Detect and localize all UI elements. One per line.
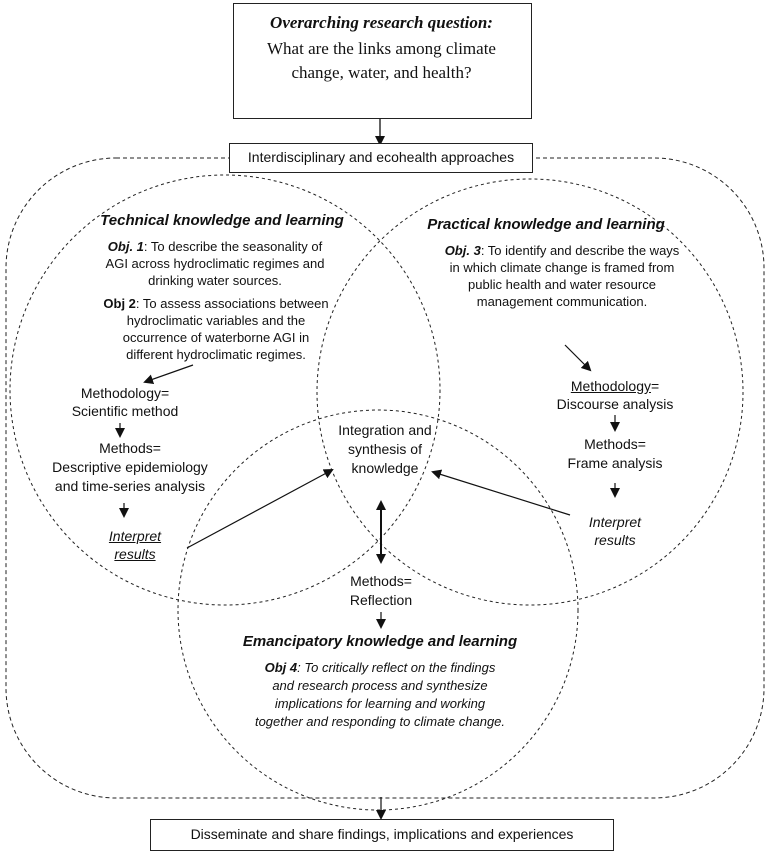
- integration-line-2: synthesis of: [348, 441, 422, 457]
- approach-box: [229, 143, 533, 173]
- question-text-line-2: change, water, and health?: [291, 63, 472, 82]
- disseminate-box: [150, 819, 614, 851]
- obj4-line-4: together and responding to climate chang…: [254, 714, 506, 729]
- technical-results-label: results: [114, 546, 156, 562]
- obj2-line-3: occurrence of waterborne AGI in: [122, 330, 310, 345]
- practical-methodology-label: Methodology=: [540, 378, 690, 396]
- obj2-label: Obj 2: [103, 296, 136, 311]
- obj3-line-1: Obj. 3: To identify and describe the way…: [412, 243, 712, 259]
- integration-line-1: Integration and: [338, 422, 432, 438]
- obj1-text-1: : To describe the seasonality of: [143, 239, 323, 254]
- obj3-label: Obj. 3: [444, 243, 481, 258]
- disseminate-label: Disseminate and share findings, implicat…: [190, 826, 574, 842]
- obj4-line-1: Obj 4: To critically reflect on the find…: [230, 660, 530, 676]
- technical-title: Technical knowledge and learning: [100, 212, 344, 229]
- emancipatory-title: Emancipatory knowledge and learning: [242, 633, 518, 650]
- obj4-line-3: implications for learning and working: [274, 696, 486, 711]
- technical-methods-value-2: and time-series analysis: [54, 478, 206, 494]
- practical-title: Practical knowledge and learning: [427, 216, 665, 233]
- obj1-label: Obj. 1: [107, 239, 144, 254]
- obj3-line-4: management communication.: [476, 294, 648, 309]
- question-heading: Overarching research question:: [270, 13, 493, 32]
- practical-methods-label: Methods=: [584, 436, 646, 452]
- arrow-interpret-left-to-integration: [186, 469, 334, 549]
- practical-methods-value: Frame analysis: [567, 455, 663, 471]
- practical-interpret-label: Interpret: [588, 514, 642, 530]
- arrow-obj2-to-methodology: [143, 364, 194, 385]
- technical-interpret-label: Interpret: [108, 528, 162, 544]
- practical-methodology-value: Discourse analysis: [556, 396, 674, 412]
- arrow-interpret-right-to-integration: [431, 469, 571, 516]
- obj3-text-1: : To identify and describe the ways: [480, 243, 680, 258]
- obj1-line-3: drinking water sources.: [148, 273, 282, 288]
- obj1-line-1: Obj. 1: To describe the seasonality of: [85, 239, 345, 255]
- obj4-label: Obj 4: [264, 660, 298, 675]
- obj2-text-1: : To assess associations between: [135, 296, 329, 311]
- obj2-line-4: different hydroclimatic regimes.: [126, 347, 306, 362]
- reflection-methods-label: Methods=: [350, 573, 412, 589]
- obj1-line-2: AGI across hydroclimatic regimes and: [105, 256, 325, 271]
- obj3-line-2: in which climate change is framed from: [449, 260, 675, 275]
- reflection-methods-value: Reflection: [349, 592, 413, 608]
- obj2-line-2: hydroclimatic variables and the: [126, 313, 306, 328]
- technical-methodology-value: Scientific method: [71, 403, 179, 419]
- integration-line-3: knowledge: [351, 460, 419, 476]
- obj4-text-1: : To critically reflect on the findings: [297, 660, 496, 675]
- obj2-line-1: Obj 2: To assess associations between: [85, 296, 347, 312]
- research-question-box: [233, 3, 532, 119]
- obj4-line-2: and research process and synthesize: [272, 678, 488, 693]
- practical-circle: [316, 178, 744, 606]
- technical-methods-label: Methods=: [99, 440, 161, 456]
- technical-circle: [9, 174, 441, 606]
- practical-methodology-word: Methodology: [570, 378, 651, 394]
- question-text-line-1: What are the links among climate: [267, 39, 496, 58]
- practical-results-label: results: [594, 532, 636, 548]
- approach-label: Interdisciplinary and ecohealth approach…: [247, 149, 515, 165]
- technical-methods-value-1: Descriptive epidemiology: [52, 459, 208, 475]
- technical-methodology-label: Methodology=: [80, 385, 170, 401]
- arrow-obj3-to-methodology: [564, 344, 592, 372]
- obj3-line-3: public health and water resource: [468, 277, 656, 292]
- practical-methodology-eq: =: [650, 378, 660, 394]
